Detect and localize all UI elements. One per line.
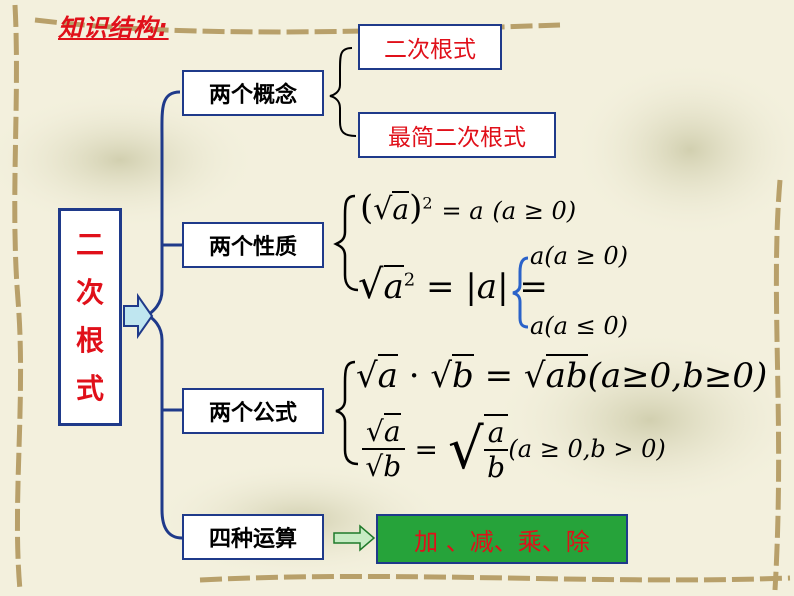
operations-result: 加 、减、乘、除	[376, 514, 628, 564]
case-1: a(a ≥ 0)	[530, 242, 628, 270]
condition: (a≥0,b≥0)	[587, 356, 768, 396]
page-title: 知识结构:	[58, 14, 169, 42]
abs-expression: = |a| =	[426, 267, 548, 307]
properties-node: 两个性质	[182, 222, 324, 268]
root-char: 式	[75, 372, 104, 405]
arrow-icon	[333, 524, 376, 552]
property-formula-2: √a2 = |a| =	[358, 262, 548, 308]
radicand: a	[383, 265, 404, 307]
radicand-ab: ab	[545, 354, 588, 396]
condition: (a ≥ 0)	[492, 197, 577, 225]
radicand: a	[392, 191, 410, 226]
root-char: 次	[75, 276, 104, 309]
root-char: 根	[75, 324, 104, 357]
concept-item: 最简二次根式	[358, 112, 556, 158]
exponent: 2	[422, 193, 433, 213]
radicand-b: b	[452, 354, 474, 396]
rhs: = a	[441, 197, 484, 225]
product-formula: √a · √b = √ab(a≥0,b≥0)	[356, 354, 768, 396]
denominator: b	[383, 448, 402, 483]
root-node: 二 次 根 式	[58, 208, 122, 426]
case-2: a(a ≤ 0)	[530, 312, 628, 340]
quotient-formula: √a √b = √ a b (a ≥ 0,b > 0)	[362, 413, 666, 484]
condition: (a ≥ 0,b > 0)	[508, 435, 666, 463]
arrow-icon	[123, 292, 154, 340]
root-char: 二	[75, 228, 104, 261]
exponent: 2	[403, 269, 416, 291]
radicand-a: a	[377, 354, 398, 396]
property-formula-1: (√a)2 = a (a ≥ 0)	[360, 188, 577, 228]
numerator: a	[383, 413, 401, 448]
operations-result-text: 加 、减、乘、除	[414, 527, 590, 556]
formulas-node: 两个公式	[182, 388, 324, 434]
concept-item: 二次根式	[358, 24, 502, 70]
operations-node: 四种运算	[182, 514, 324, 560]
concepts-node: 两个概念	[182, 70, 324, 116]
inner-numerator: a	[483, 416, 509, 451]
inner-denominator: b	[487, 451, 506, 484]
